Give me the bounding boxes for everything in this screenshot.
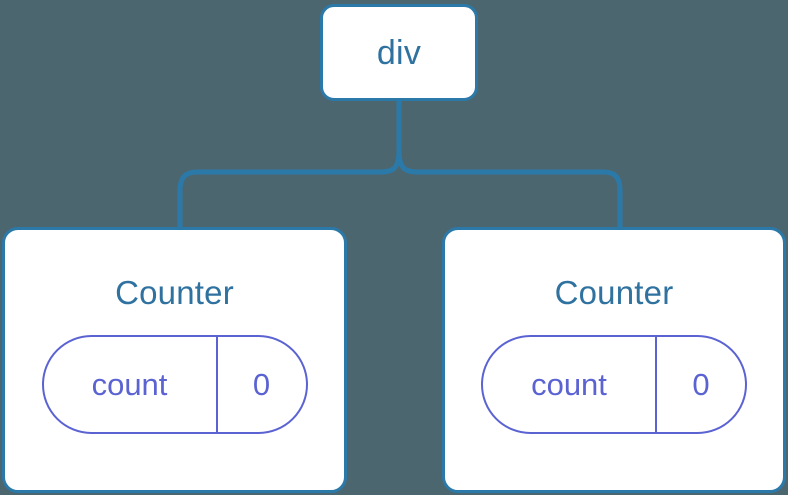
- node-counter-right-label: Counter: [554, 274, 674, 311]
- state-pill-right: count 0: [481, 335, 747, 434]
- state-value-left: 0: [252, 367, 271, 402]
- edge-split-to-left-child: [177, 149, 402, 228]
- node-counter-right[interactable]: Counter count 0: [442, 227, 786, 493]
- state-pill-left: count 0: [41, 335, 308, 434]
- node-counter-left[interactable]: Counter count 0: [2, 227, 347, 493]
- node-div[interactable]: div: [320, 4, 478, 101]
- edge-split-to-right-child: [396, 149, 623, 228]
- state-value-right: 0: [692, 367, 710, 402]
- state-key-right: count: [483, 337, 657, 432]
- state-key-left: count: [44, 337, 218, 432]
- node-counter-left-label: Counter: [115, 274, 234, 311]
- node-div-label: div: [376, 33, 422, 72]
